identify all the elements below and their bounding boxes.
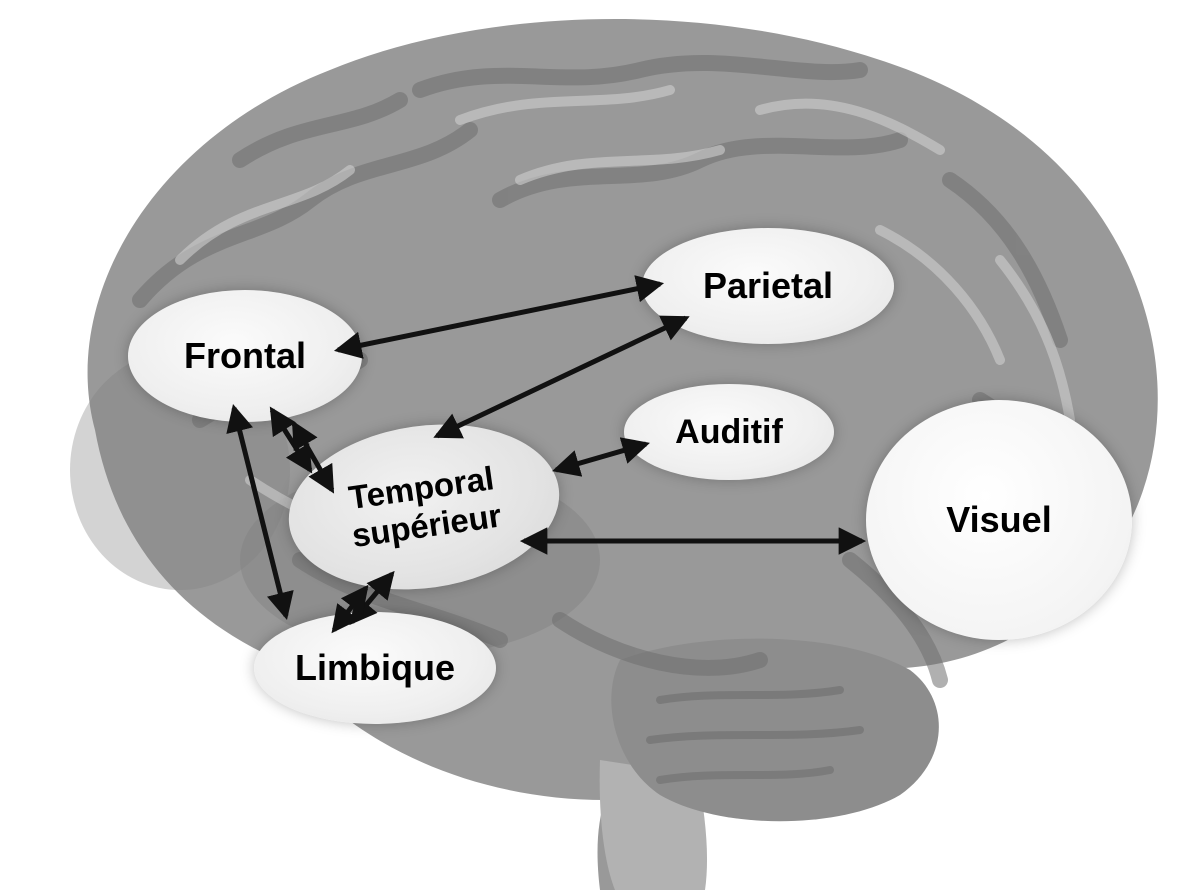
cerebellum-striations — [646, 686, 864, 784]
region-visuel-label: Visuel — [946, 499, 1052, 540]
region-auditif-label: Auditif — [675, 412, 783, 451]
region-auditif: Auditif — [624, 384, 834, 480]
region-frontal: Frontal — [128, 290, 362, 422]
region-parietal-label: Parietal — [702, 265, 834, 306]
region-limbique: Limbique — [254, 612, 496, 724]
region-visuel: Visuel — [866, 400, 1132, 640]
region-limbique-label: Limbique — [295, 647, 455, 688]
region-temporal-superieur-label: Temporal supérieur — [346, 459, 504, 555]
region-frontal-label: Frontal — [184, 335, 306, 376]
region-parietal: Parietal — [642, 228, 894, 344]
